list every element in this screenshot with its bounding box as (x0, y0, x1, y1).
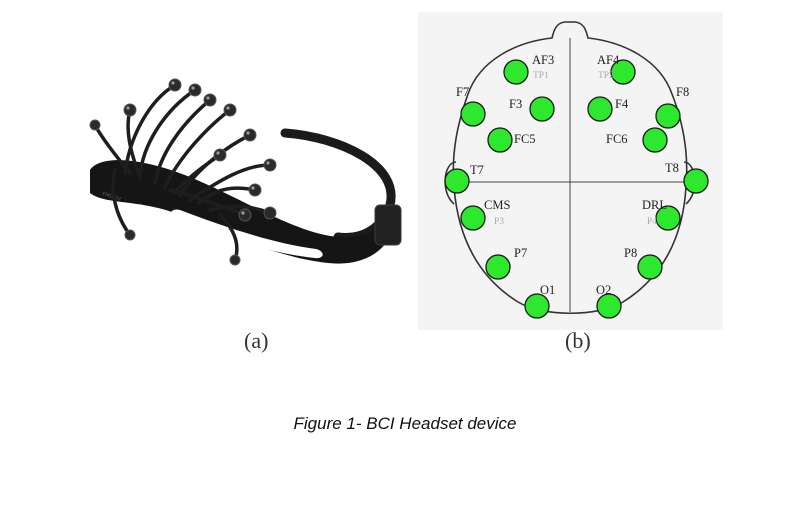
electrode-label-o1: O1 (540, 283, 555, 297)
electrode-ref-label-af3: TP1 (533, 71, 549, 81)
headset-slot (170, 209, 323, 259)
electrode-label-fc6: FC6 (606, 132, 628, 146)
electrode-label-o2: O2 (596, 283, 611, 297)
panel-b-label: (b) (565, 328, 591, 353)
headset-sensor-highlights (126, 81, 270, 215)
electrode-f7 (460, 101, 486, 127)
electrode-t7 (444, 168, 470, 194)
electrode-af4 (610, 59, 636, 85)
electrode-label-f8: F8 (676, 85, 689, 99)
headset-band-back (280, 128, 396, 243)
electrode-f8 (655, 103, 681, 129)
headset-brand-mark: EMOTIV (101, 191, 122, 203)
head-outline (452, 21, 688, 314)
electrode-cms (460, 205, 486, 231)
electrode-label-f3: F3 (509, 97, 522, 111)
electrode-p8 (637, 254, 663, 280)
electrode-label-af3: AF3 (532, 53, 554, 67)
electrode-af3 (503, 59, 529, 85)
bci-headset-image: EMOTIV (89, 78, 402, 266)
electrode-label-fc5: FC5 (514, 132, 536, 146)
electrode-label-drl: DRL (642, 198, 667, 212)
electrode-o1 (524, 293, 550, 319)
electrode-t8 (683, 168, 709, 194)
panel-a-label: (a) (244, 328, 269, 353)
electrode-ref-label-cms: P3 (494, 217, 504, 227)
electrode-label-f4: F4 (615, 97, 629, 111)
electrode-label-af4: AF4 (597, 53, 620, 67)
electrode-fc6 (642, 127, 668, 153)
electrode-label-f7: F7 (456, 85, 469, 99)
electrode-label-cms: CMS (484, 198, 510, 212)
electrode-label-p7: P7 (514, 246, 527, 260)
electrode-drl (655, 205, 681, 231)
electrode-label-p8: P8 (624, 246, 637, 260)
figure-caption: Figure 1- BCI Headset device (293, 414, 517, 433)
electrode-ref-label-drl: P4 (647, 217, 657, 227)
electrode-fc5 (487, 127, 513, 153)
electrode-label-t7: T7 (470, 163, 484, 177)
electrode-label-t8: T8 (665, 161, 679, 175)
headset-side-pod (374, 204, 402, 246)
electrode-ref-label-af4: TP2 (598, 71, 614, 81)
electrode-p7 (485, 254, 511, 280)
electrode-f4 (587, 96, 613, 122)
electrode-f3 (529, 96, 555, 122)
electrode-o2 (596, 293, 622, 319)
